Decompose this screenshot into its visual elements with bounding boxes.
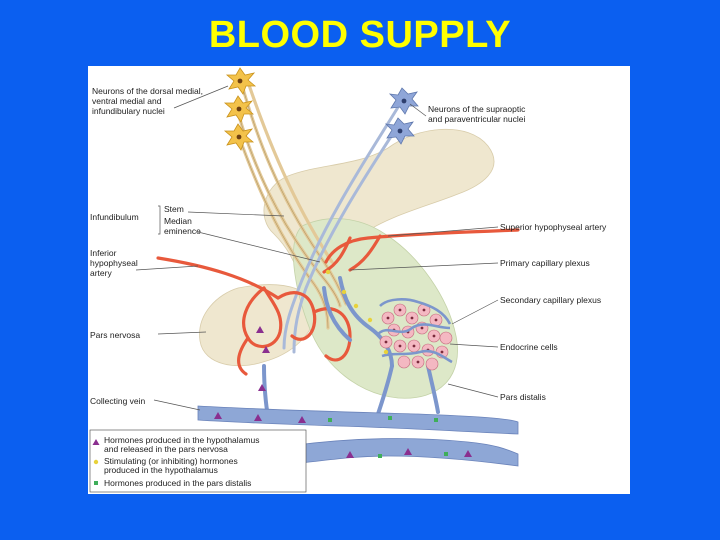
legend-item-2-line2: produced in the hypothalamus [104, 465, 218, 475]
legend-item-3: Hormones produced in the pars distalis [104, 478, 251, 488]
label-neurons-supraoptic-line2: and paraventricular nuclei [428, 114, 525, 124]
hormone-markers-pars-distalis [328, 416, 448, 458]
pars-nervosa-lobe [199, 284, 317, 367]
label-median-eminence-line2: eminence [164, 226, 201, 236]
label-pars-nervosa: Pars nervosa [90, 330, 140, 340]
legend-dot-icon [93, 459, 99, 465]
legend-item-1-line1: Hormones produced in the hypothalamus [104, 435, 259, 445]
label-neurons-dorsal: Neurons of the dorsal medial, [92, 86, 203, 96]
label-endocrine-cells: Endocrine cells [500, 342, 558, 352]
label-inferior-artery: Inferior [90, 248, 117, 258]
label-secondary-plexus: Secondary capillary plexus [500, 295, 601, 305]
portal-veins [262, 276, 440, 418]
pituitary-blood-supply-diagram: Neurons of the dorsal medial, ventral me… [88, 66, 630, 494]
hormone-markers-hypothalamic [214, 326, 472, 458]
label-inferior-artery-line3: artery [90, 268, 112, 278]
legend: Hormones produced in the hypothalamus an… [89, 429, 307, 493]
legend-item-2-line1: Stimulating (or inhibiting) hormones [104, 456, 238, 466]
label-superior-artery: Superior hypophyseal artery [500, 222, 607, 232]
label-collecting-vein: Collecting vein [90, 396, 146, 406]
label-primary-plexus: Primary capillary plexus [500, 258, 590, 268]
supraoptic-neuron-axons [282, 102, 402, 354]
slide-title: BLOOD SUPPLY [208, 14, 512, 56]
label-inferior-artery-line2: hypophyseal [90, 258, 138, 268]
lower-vein-trunk [287, 438, 519, 467]
label-neurons-supraoptic: Neurons of the supraoptic [428, 104, 526, 114]
label-neurons-dorsal-line2: ventral medial and [92, 96, 162, 106]
label-neurons-dorsal-line3: infundibulary nuclei [92, 106, 165, 116]
superior-hypophyseal-artery [322, 228, 520, 274]
collecting-vein [197, 405, 519, 435]
leader-lines [135, 85, 499, 411]
label-median-eminence: Median [164, 216, 192, 226]
secondary-capillary-plexus [377, 298, 453, 364]
legend-triangle-icon [92, 439, 100, 445]
label-stem: Stem [164, 204, 184, 214]
supraoptic-nuclei-neurons [384, 87, 419, 145]
legend-item-1-line2: and released in the pars nervosa [104, 444, 228, 454]
label-pars-distalis: Pars distalis [500, 392, 546, 402]
label-infundibulum: Infundibulum [90, 212, 139, 222]
hormone-markers-stimulating [325, 269, 389, 355]
legend-square-icon [94, 481, 98, 485]
